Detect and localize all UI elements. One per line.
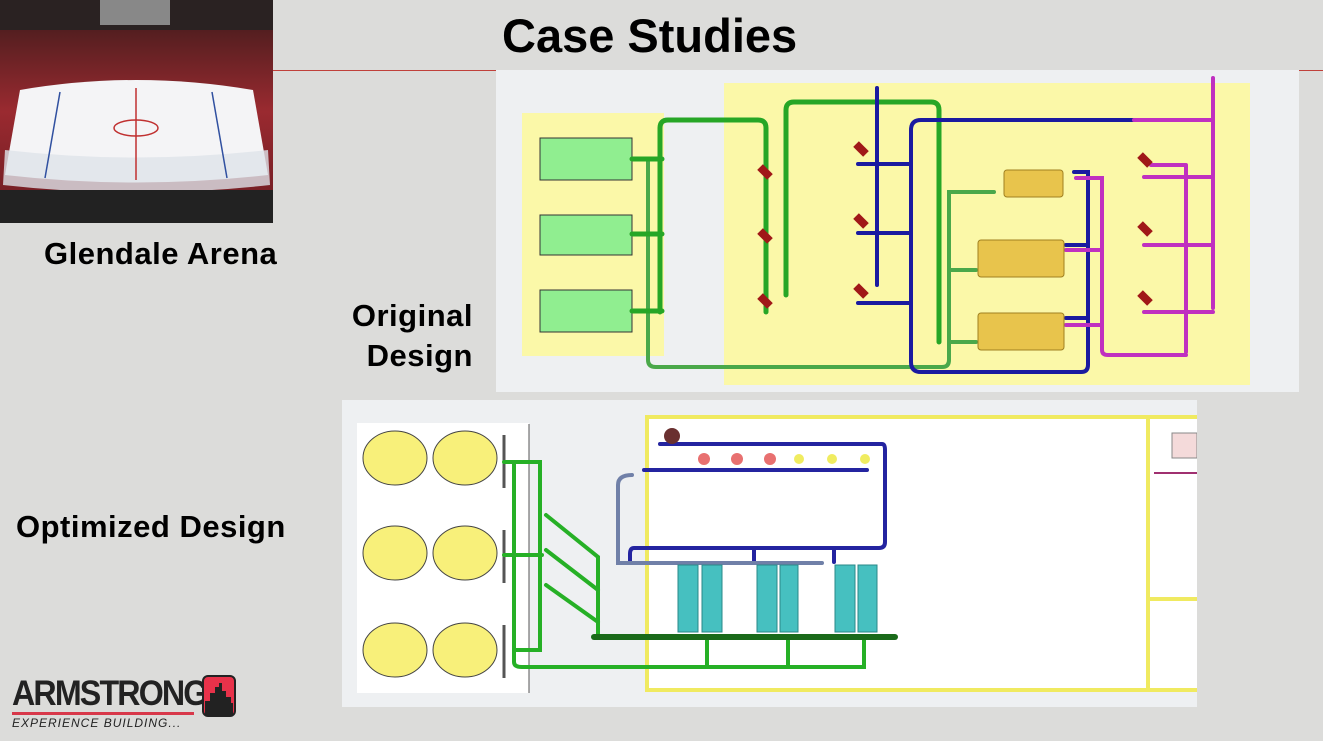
optimized-design-diagram <box>342 400 1197 707</box>
green-loop-a <box>629 117 769 315</box>
chillers <box>677 564 878 633</box>
armstrong-logo-text: ARMSTRONG <box>12 674 208 713</box>
expansion-tank <box>664 428 680 444</box>
building-logo-icon <box>202 675 236 717</box>
boilers <box>539 137 633 333</box>
original-label-line2: Design <box>366 338 473 373</box>
logo-tagline: EXPERIENCE BUILDING... <box>12 716 182 730</box>
original-design-diagram <box>496 70 1299 392</box>
aux-unit <box>1171 432 1197 459</box>
magenta-loop <box>1064 76 1215 357</box>
light-green-return <box>646 158 996 369</box>
pumps <box>698 453 870 465</box>
logo-underline <box>12 712 194 715</box>
optimized-design-label: Optimized Design <box>16 509 286 544</box>
gray-return <box>616 473 824 565</box>
heat-exchangers <box>977 169 1065 351</box>
arena-photo <box>0 0 273 223</box>
original-label-line1: Original <box>351 298 473 333</box>
blue-header <box>856 86 911 305</box>
green-condenser-loop <box>502 460 866 669</box>
plant-room <box>645 415 1197 692</box>
arena-label: Glendale Arena <box>44 236 278 271</box>
blue-chilled-loop <box>628 442 887 564</box>
green-loop-b <box>783 99 942 345</box>
blue-loop <box>909 118 1136 374</box>
cooling-towers <box>362 430 498 678</box>
slide-title: Case Studies <box>502 9 798 62</box>
valves <box>757 141 1153 309</box>
original-design-label: Original Design <box>300 296 473 376</box>
